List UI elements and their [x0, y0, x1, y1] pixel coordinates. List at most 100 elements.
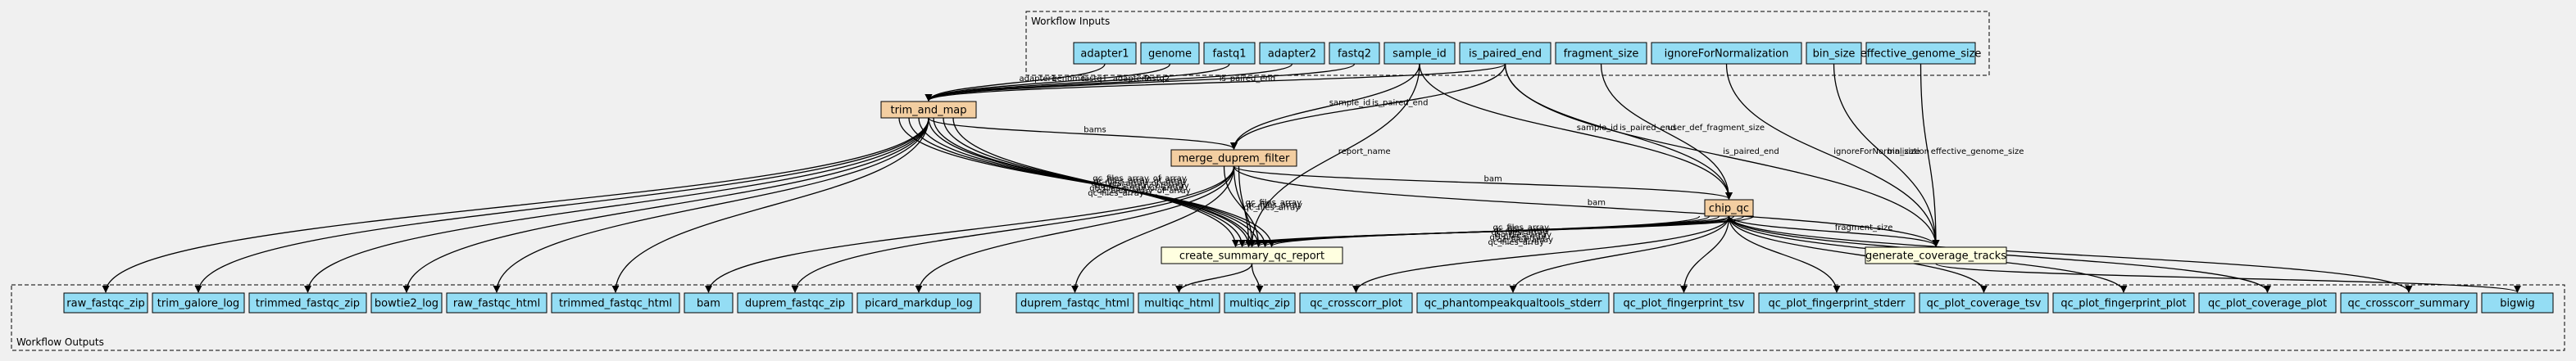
- edge-label: user_def_fragment_size: [1668, 124, 1765, 133]
- output-trimmed-fastqc-html[interactable]: trimmed_fastqc_html: [551, 292, 680, 314]
- input-fastq2[interactable]: fastq2: [1329, 42, 1380, 65]
- node-box: [551, 292, 680, 314]
- edge-ignorefornormalization-to-generate-coverage-tracks: [1725, 63, 1940, 247]
- edge-label: ignoreForNormalization: [1833, 147, 1929, 156]
- node-box: [1651, 42, 1802, 65]
- output-bam[interactable]: bam: [684, 292, 734, 314]
- node-box: [1329, 42, 1380, 65]
- node-box: [737, 292, 853, 314]
- input-ignorefornormalization[interactable]: ignoreForNormalization: [1651, 42, 1802, 65]
- output-qc-plot-fingerprint-stderr[interactable]: qc_plot_fingerprint_stderr: [1758, 292, 1915, 314]
- edge-label: adapter2: [1113, 74, 1151, 83]
- output-duprem-fastqc-html[interactable]: duprem_fastqc_html: [1015, 292, 1134, 314]
- output-qc-plot-coverage-tsv[interactable]: qc_plot_coverage_tsv: [1919, 292, 2049, 314]
- node-label: raw_fastqc_html: [453, 298, 540, 310]
- node-label: picard_markdup_log: [865, 298, 972, 310]
- output-raw-fastqc-zip[interactable]: raw_fastqc_zip: [63, 292, 148, 314]
- node-label: qc_crosscorr_summary: [2347, 298, 2469, 310]
- edge-label: qc_files_array: [1497, 236, 1554, 245]
- input-fragment-size[interactable]: fragment_size: [1555, 42, 1647, 65]
- edge-fastq2-to-trim-and-map: [925, 63, 1356, 102]
- node-label: is_paired_end: [1469, 48, 1542, 61]
- node-label: qc_crosscorr_plot: [1310, 298, 1402, 310]
- edge-label: qc_files_array: [1247, 201, 1303, 210]
- node-box: [1161, 246, 1343, 264]
- input-adapter2[interactable]: adapter2: [1259, 42, 1325, 65]
- edge-sample-id-to-merge-duprem-filter: [1229, 63, 1420, 150]
- output-qc-plot-fingerprint-tsv[interactable]: qc_plot_fingerprint_tsv: [1613, 292, 1755, 314]
- node-label: qc_plot_fingerprint_stderr: [1769, 298, 1906, 310]
- edge-label: adapter1: [1020, 74, 1057, 83]
- edge-create-summary-qc-report-to-multiqc-zip: [1251, 263, 1264, 293]
- node-box: [1224, 292, 1296, 314]
- node-label: fastq2: [1338, 48, 1371, 61]
- edge-label: fragment_size: [1835, 223, 1893, 232]
- input-effective-genome-size[interactable]: effective_genome_size: [1860, 42, 1982, 65]
- output-raw-fastqc-html[interactable]: raw_fastqc_html: [446, 292, 547, 314]
- output-qc-phantompeakqualtools-stderr[interactable]: qc_phantompeakqualtools_stderr: [1416, 292, 1610, 314]
- edge-label: qc_files_array_of_array: [1097, 187, 1190, 196]
- output-trim-galore-log[interactable]: trim_galore_log: [152, 292, 245, 314]
- node-box: [370, 292, 443, 314]
- edge-chip-qc-to-qc-crosscorr-summary: [1728, 215, 2413, 293]
- output-qc-plot-coverage-plot[interactable]: qc_plot_coverage_plot: [2198, 292, 2337, 314]
- node-box: [684, 292, 734, 314]
- edge-sample-id-to-chip-qc: [1419, 63, 1733, 200]
- node-box: [248, 292, 367, 314]
- edge-chip-qc-to-generate-coverage-tracks: [1728, 215, 1940, 247]
- edge-label: is_paired_end: [1723, 147, 1779, 156]
- step-merge-duprem-filter[interactable]: merge_duprem_filter: [1170, 149, 1297, 167]
- output-bowtie2-log[interactable]: bowtie2_log: [370, 292, 443, 314]
- step-create-summary-qc-report[interactable]: create_summary_qc_report: [1161, 246, 1343, 264]
- node-box: [1416, 292, 1610, 314]
- output-duprem-fastqc-zip[interactable]: duprem_fastqc_zip: [737, 292, 853, 314]
- step-chip-qc[interactable]: chip_qc: [1704, 199, 1754, 217]
- node-box: [2198, 292, 2337, 314]
- output-picard-markdup-log[interactable]: picard_markdup_log: [856, 292, 981, 314]
- output-multiqc-zip[interactable]: multiqc_zip: [1224, 292, 1296, 314]
- edge-label: fastq1: [1082, 74, 1108, 83]
- outputs-cluster-title: Workflow Outputs: [16, 336, 104, 348]
- node-box: [152, 292, 245, 314]
- node-box: [1459, 42, 1552, 65]
- output-trimmed-fastqc-zip[interactable]: trimmed_fastqc_zip: [248, 292, 367, 314]
- edge-label: qc_files_array: [1088, 189, 1144, 198]
- edge-merge-duprem-filter-to-create-summary-qc-report: [1238, 165, 1253, 247]
- edge-trim-and-map-to-create-summary-qc-report: [898, 117, 1276, 247]
- input-is-paired-end[interactable]: is_paired_end: [1459, 42, 1552, 65]
- input-sample-id[interactable]: sample_id: [1383, 42, 1456, 65]
- node-label: bin_size: [1813, 48, 1856, 61]
- output-multiqc-html[interactable]: multiqc_html: [1138, 292, 1220, 314]
- node-box: [1555, 42, 1647, 65]
- output-qc-crosscorr-summary[interactable]: qc_crosscorr_summary: [2340, 292, 2478, 314]
- edge-chip-qc-to-create-summary-qc-report: [1268, 215, 1701, 247]
- output-qc-plot-fingerprint-plot[interactable]: qc_plot_fingerprint_plot: [2052, 292, 2195, 314]
- node-label: multiqc_zip: [1229, 298, 1290, 310]
- node-label: ignoreForNormalization: [1665, 48, 1789, 61]
- edge-label: bin_size: [1888, 147, 1920, 156]
- input-fastq1[interactable]: fastq1: [1203, 42, 1256, 65]
- edge-chip-qc-to-qc-crosscorr-plot: [1352, 215, 1730, 293]
- output-bigwig[interactable]: bigwig: [2481, 292, 2554, 314]
- node-box: [1865, 246, 2007, 264]
- step-generate-coverage-tracks[interactable]: generate_coverage_tracks: [1865, 246, 2007, 264]
- input-genome[interactable]: genome: [1140, 42, 1200, 65]
- edge-label: qc_files_array: [1244, 204, 1301, 213]
- step-trim-and-map[interactable]: trim_and_map: [880, 101, 977, 119]
- input-bin-size[interactable]: bin_size: [1806, 42, 1862, 65]
- edge-label: qc_files_array: [1492, 228, 1548, 237]
- node-label: adapter2: [1268, 48, 1316, 61]
- node-label: effective_genome_size: [1860, 48, 1982, 61]
- edge-merge-duprem-filter-to-create-summary-qc-report: [1223, 165, 1263, 247]
- node-box: [1704, 199, 1754, 217]
- node-box: [856, 292, 981, 314]
- input-adapter1[interactable]: adapter1: [1073, 42, 1137, 65]
- node-label: multiqc_html: [1144, 298, 1214, 310]
- edge-fragment-size-to-chip-qc: [1600, 63, 1733, 200]
- edge-merge-duprem-filter-to-generate-coverage-tracks: [1233, 165, 1940, 247]
- edge-merge-duprem-filter-to-picard-markdup-log: [915, 165, 1235, 293]
- node-label: fastq1: [1213, 48, 1247, 61]
- node-label: qc_plot_coverage_plot: [2208, 298, 2327, 310]
- edge-label: qc_files_array_of_array: [1095, 182, 1188, 191]
- output-qc-crosscorr-plot[interactable]: qc_crosscorr_plot: [1299, 292, 1413, 314]
